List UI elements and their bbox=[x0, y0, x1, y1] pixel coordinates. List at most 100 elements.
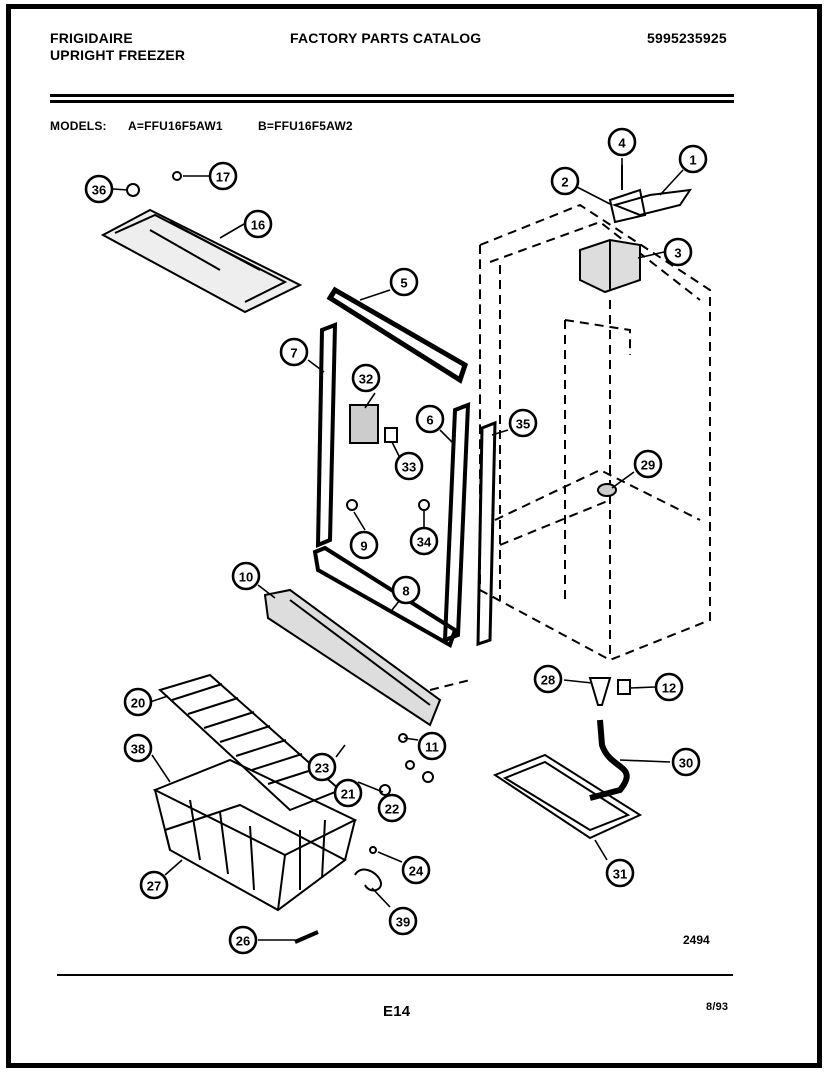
callout-circle bbox=[139, 870, 169, 900]
page-number: E14 bbox=[383, 1003, 411, 1020]
callout-22: 22 bbox=[377, 793, 407, 823]
callout-circle bbox=[415, 404, 445, 434]
screw bbox=[379, 784, 391, 796]
callout-1: 1 bbox=[678, 144, 708, 174]
catalog-number: 5995235925 bbox=[647, 30, 727, 46]
callout-17: 17 bbox=[208, 161, 238, 191]
callout-number: 38 bbox=[131, 742, 145, 757]
screw bbox=[405, 760, 415, 770]
callout-34: 34 bbox=[409, 526, 439, 556]
callout-circle bbox=[654, 672, 684, 702]
drain-pan bbox=[492, 753, 643, 840]
callout-number: 35 bbox=[516, 417, 530, 432]
callout-circle bbox=[228, 925, 258, 955]
callout-number: 10 bbox=[239, 570, 253, 585]
callout-circle bbox=[243, 209, 273, 239]
page-frame bbox=[6, 4, 822, 1068]
callout-38: 38 bbox=[123, 733, 153, 763]
callout-circle bbox=[333, 778, 363, 808]
callout-number: 23 bbox=[315, 761, 329, 776]
callout-circle bbox=[231, 561, 261, 591]
callout-number: 16 bbox=[251, 218, 265, 233]
drain-plug bbox=[617, 679, 631, 695]
catalog-title: FACTORY PARTS CATALOG bbox=[290, 30, 482, 46]
callout-29: 29 bbox=[633, 449, 663, 479]
callout-number: 21 bbox=[341, 787, 355, 802]
callout-23: 23 bbox=[307, 752, 337, 782]
callout-16: 16 bbox=[243, 209, 273, 239]
callout-circle bbox=[388, 906, 418, 936]
callout-number: 24 bbox=[409, 864, 424, 879]
callout-circle bbox=[391, 575, 421, 605]
callout-number: 3 bbox=[674, 246, 681, 261]
callout-30: 30 bbox=[671, 747, 701, 777]
callout-10: 10 bbox=[231, 561, 261, 591]
callout-33: 33 bbox=[394, 451, 424, 481]
model-a: A=FFU16F5AW1 bbox=[128, 119, 223, 133]
callout-20: 20 bbox=[123, 687, 153, 717]
header-rule-top bbox=[50, 94, 734, 97]
callout-3: 3 bbox=[663, 237, 693, 267]
screw bbox=[369, 846, 377, 854]
callout-circle bbox=[678, 144, 708, 174]
callout-39: 39 bbox=[388, 906, 418, 936]
callout-circle bbox=[663, 237, 693, 267]
gasket-left bbox=[315, 322, 338, 549]
callout-21: 21 bbox=[333, 778, 363, 808]
callout-27: 27 bbox=[139, 870, 169, 900]
callout-number: 12 bbox=[662, 681, 676, 696]
callout-circle bbox=[349, 530, 379, 560]
callout-number: 11 bbox=[425, 740, 439, 755]
callout-number: 17 bbox=[216, 170, 230, 185]
callout-number: 31 bbox=[613, 867, 627, 882]
callout-circle bbox=[377, 793, 407, 823]
callout-circle bbox=[279, 337, 309, 367]
screw bbox=[172, 171, 182, 181]
callout-number: 33 bbox=[402, 460, 416, 475]
callout-circle bbox=[208, 161, 238, 191]
model-b: B=FFU16F5AW2 bbox=[258, 119, 353, 133]
callout-circle bbox=[389, 267, 419, 297]
callout-number: 2 bbox=[561, 175, 568, 190]
callout-number: 39 bbox=[396, 915, 410, 930]
callout-circle bbox=[307, 752, 337, 782]
wire-shelf bbox=[158, 673, 342, 812]
callout-number: 29 bbox=[641, 458, 655, 473]
callout-7: 7 bbox=[279, 337, 309, 367]
callout-4: 4 bbox=[607, 127, 637, 157]
callout-circle bbox=[607, 127, 637, 157]
side-strip bbox=[476, 420, 497, 647]
callout-circle bbox=[409, 526, 439, 556]
hinge-block bbox=[579, 238, 641, 294]
callout-number: 26 bbox=[236, 934, 250, 949]
callout-circle bbox=[401, 855, 431, 885]
callout-number: 5 bbox=[400, 276, 407, 291]
callout-number: 9 bbox=[360, 539, 367, 554]
callout-12: 12 bbox=[654, 672, 684, 702]
callout-number: 34 bbox=[417, 535, 432, 550]
callout-24: 24 bbox=[401, 855, 431, 885]
drawing-id: 2494 bbox=[683, 933, 710, 947]
callout-number: 7 bbox=[290, 346, 297, 361]
callout-28: 28 bbox=[533, 664, 563, 694]
header-rule-bottom bbox=[50, 100, 734, 103]
revision-date: 8/93 bbox=[706, 1001, 729, 1013]
drain-cap bbox=[597, 483, 617, 497]
gasket-bottom bbox=[312, 545, 458, 648]
callout-number: 30 bbox=[679, 756, 693, 771]
callout-number: 20 bbox=[131, 696, 145, 711]
callout-balloons: 1234567891011121617202122232426272829303… bbox=[84, 127, 708, 955]
callout-number: 36 bbox=[92, 183, 106, 198]
callout-9: 9 bbox=[349, 530, 379, 560]
pin bbox=[294, 930, 319, 944]
clip bbox=[418, 499, 430, 511]
callout-35: 35 bbox=[508, 408, 538, 438]
callout-31: 31 bbox=[605, 858, 635, 888]
callout-32: 32 bbox=[351, 363, 381, 393]
callout-circle bbox=[550, 166, 580, 196]
toe-grille bbox=[263, 588, 442, 727]
models-label: MODELS: bbox=[50, 119, 107, 133]
callout-2: 2 bbox=[550, 166, 580, 196]
brand-name: FRIGIDAIRE bbox=[50, 30, 133, 46]
callout-5: 5 bbox=[389, 267, 419, 297]
